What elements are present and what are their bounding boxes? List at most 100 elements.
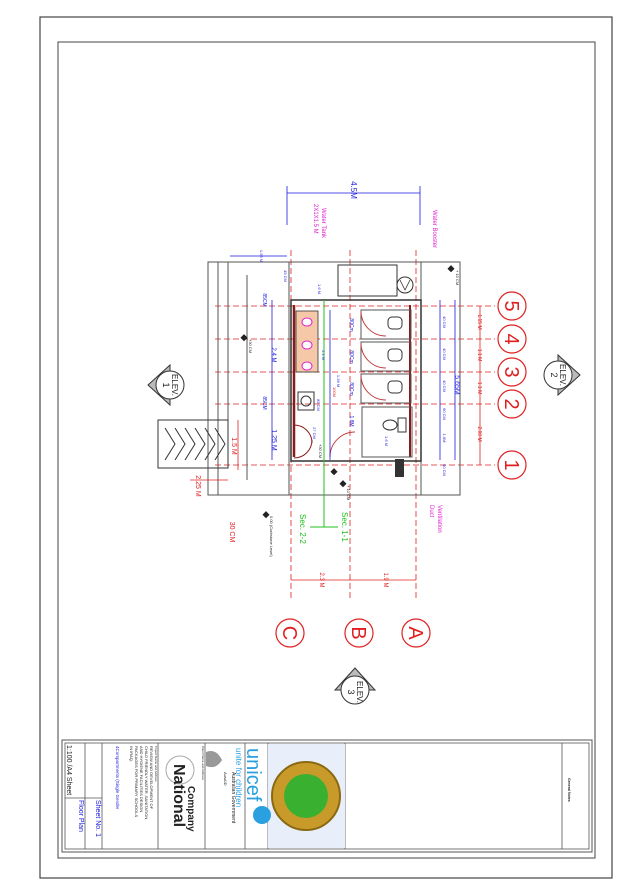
dim-stall-2: 80Cm: [348, 350, 354, 363]
level-outside: + 10 CM: [346, 485, 351, 500]
elev-2-num: 2: [549, 372, 559, 377]
dim-grid-bc: 2.3 M: [318, 572, 324, 587]
dim-ramp-width: 1.5 M: [230, 437, 237, 455]
project-text-3: AND HYGIENE FACILITIES DESIGN: [139, 746, 144, 812]
dim-50: 50 CM: [442, 464, 447, 476]
site-outline: [207, 261, 461, 496]
squat-toilets: [387, 316, 403, 394]
grid-row-1: 1: [500, 459, 522, 470]
water-tank-label: Water Tank: [320, 208, 326, 239]
grid-row-2: 2: [500, 398, 522, 409]
unicef-logo: unicef: [242, 748, 264, 802]
ventilation-label: Ventilation: [436, 505, 442, 533]
dim-wc-inner: 1.6 M: [384, 436, 389, 446]
elev-1-num: 1: [161, 382, 171, 387]
dim-100: 100M: [332, 387, 337, 397]
water-booster: [396, 276, 414, 294]
dim-40-c: 40 CM: [442, 380, 447, 392]
client-heading: Client Name and Address: [201, 746, 205, 781]
section-1-label: Sec. 1-1: [340, 512, 349, 542]
dim-tank-gap: 1.6 M: [317, 284, 322, 294]
dim-counter: 2.4 M: [270, 347, 276, 362]
dim-40-a: 40 CM: [442, 316, 447, 328]
dim-overall-width: 4.5M: [349, 181, 358, 199]
project-text-1: REVIEW AND DEVELOPMENT OF: [149, 746, 154, 810]
dim-ramp-length: 2.25 M: [194, 475, 201, 497]
dim-grid-ab: 1.9 M: [382, 572, 388, 587]
grid-col-b: B: [347, 626, 369, 639]
elev-3-num: 3: [346, 689, 356, 694]
level-inner-mid: +30 CM: [318, 444, 323, 458]
level-curbstone: 0.00 (Curbstone Level): [269, 516, 274, 557]
scale-label: 1:100 /A4 Sheet: [65, 745, 72, 795]
elev-3-label: ELEV.: [355, 681, 364, 703]
grid-row-3: 3: [500, 366, 522, 377]
project-heading: Project Name and Address: [154, 746, 158, 782]
project-text-4: PACKAGES FOR PRIMARY SCHOOLS: [134, 746, 139, 817]
wc-toilet: [382, 417, 407, 433]
level-inner-left: +30 CM: [248, 339, 253, 353]
dim-wc: 1.8M: [348, 415, 354, 426]
dim-27: 27 CM: [312, 427, 317, 439]
wash-basins: [301, 317, 313, 371]
sheet-border: [39, 16, 613, 879]
project-type: 4Compartments (Single Gender: [115, 746, 120, 810]
elev-1-label: ELEV.: [170, 374, 179, 396]
elevation-markers: [147, 353, 581, 705]
entrance-ramp: [157, 419, 229, 469]
general-notes-heading: General Notes: [567, 778, 571, 802]
ausaid: AusAID: [223, 772, 228, 786]
water-tank: [337, 264, 398, 297]
title-block: [61, 739, 593, 853]
grid-col-c: C: [278, 626, 300, 640]
company-name-2: National: [170, 764, 187, 827]
grid-row-4: 4: [500, 333, 522, 344]
ventilation-label-2: Duct: [428, 505, 434, 518]
dim-40-b: 40 CM: [442, 348, 447, 360]
dim-grid-43: 1.1 M: [476, 349, 482, 362]
dim-left-offset: 1.95 M: [259, 250, 264, 262]
grid-col-a: A: [404, 626, 426, 640]
grid-row-5: 5: [500, 300, 522, 311]
section-2-label: Sec. 2-2: [298, 514, 307, 544]
company-name-1: Company: [185, 786, 196, 832]
elev-2-label: ELEV.: [558, 364, 567, 386]
unicef-logo-icon: [253, 806, 271, 824]
dim-total-length: 5.65M: [453, 375, 460, 395]
dim-16: 1.6M: [442, 434, 447, 443]
dim-stall-1: 80Cm: [348, 318, 354, 331]
australia-crest: [206, 751, 222, 768]
grid-bubbles: [275, 291, 527, 648]
drawing-frame: [57, 41, 596, 859]
dim-85cm: 85 CM: [316, 399, 321, 411]
dimension-lines: [230, 186, 456, 460]
dim-counter-2: 2.4 M: [321, 350, 326, 360]
level-top-right: + 10 CM: [455, 270, 460, 285]
water-booster-label: Water Booster: [431, 210, 437, 248]
building-wall: [290, 299, 422, 462]
dim-side: 45 CM: [283, 270, 288, 282]
water-tank-size: 2X1X1.5 M: [312, 204, 318, 234]
australian-government: Australian Government: [230, 772, 236, 824]
dim-60: 60 CM: [442, 408, 447, 420]
dim-entry: 1.25 M: [270, 429, 277, 451]
grid-dimensions: [190, 306, 481, 581]
dim-grid-32: 1.1 M: [476, 382, 482, 395]
drawing-name: Floor Plan: [77, 800, 84, 832]
unicef-tagline: unite for children: [234, 748, 243, 807]
grid-lines: [215, 250, 495, 600]
dim-85-b: 85CM: [261, 396, 267, 409]
project-text-2: CHILD FRIENDLY WATER ,SANITATION: [144, 746, 149, 819]
level-markers: [240, 265, 455, 519]
dim-grid-54: 1.15 M: [476, 314, 482, 329]
small-basin: [297, 391, 315, 411]
company-logo-globe: [165, 755, 195, 785]
ventilation-duct: [395, 459, 404, 477]
dim-grid-21: 2.00 M: [476, 426, 482, 441]
dim-136: 1.36 M: [336, 375, 341, 387]
sheet-number: Sheet No. 1: [94, 800, 101, 837]
dim-curb: 30 CM: [228, 522, 235, 543]
dim-85-a: 85CM: [261, 293, 267, 306]
dim-stall-3: 80Cm: [348, 382, 354, 395]
